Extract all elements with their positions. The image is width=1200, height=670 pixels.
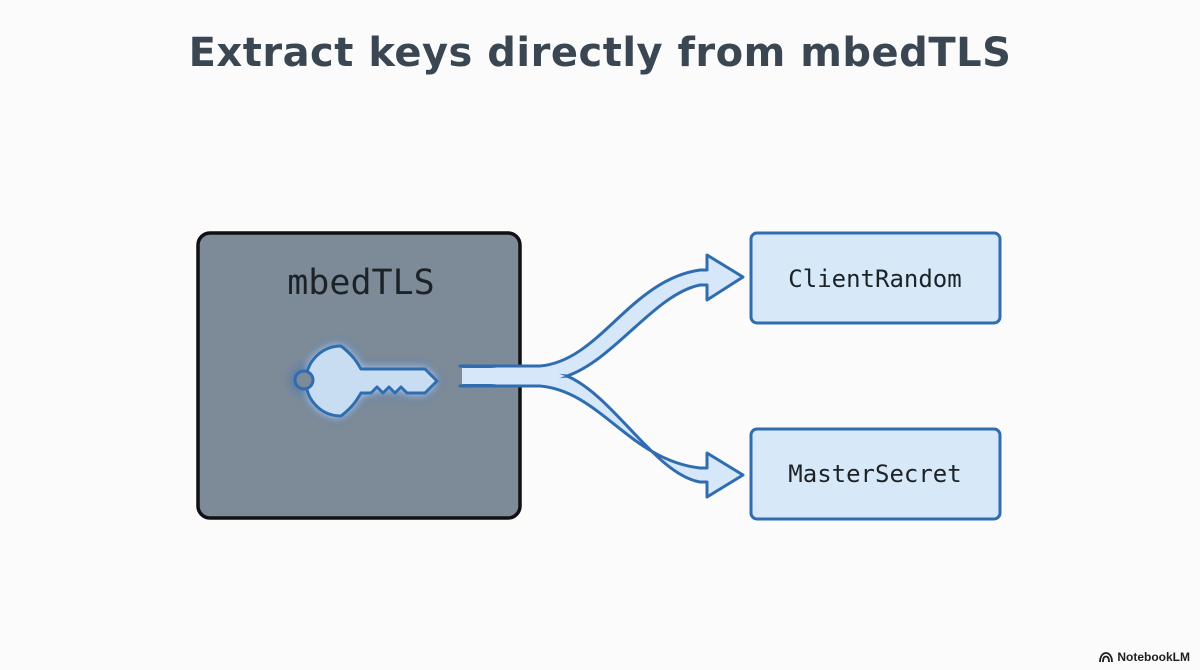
output-label-client-random: ClientRandom <box>788 265 961 293</box>
watermark-text: NotebookLM <box>1117 650 1190 664</box>
output-box-master-secret: MasterSecret <box>749 427 1002 521</box>
split-arrow <box>458 253 745 499</box>
notebooklm-watermark: NotebookLM <box>1099 650 1190 664</box>
slide-title: Extract keys directly from mbedTLS <box>188 30 1012 76</box>
arrow-branch-top <box>458 253 745 378</box>
notebooklm-logo-icon <box>1099 651 1114 662</box>
key-icon <box>293 344 439 418</box>
source-box-label: mbedTLS <box>287 263 435 303</box>
arrow-branch-bottom <box>458 374 745 499</box>
output-label-master-secret: MasterSecret <box>788 460 961 488</box>
output-box-client-random: ClientRandom <box>749 231 1002 325</box>
